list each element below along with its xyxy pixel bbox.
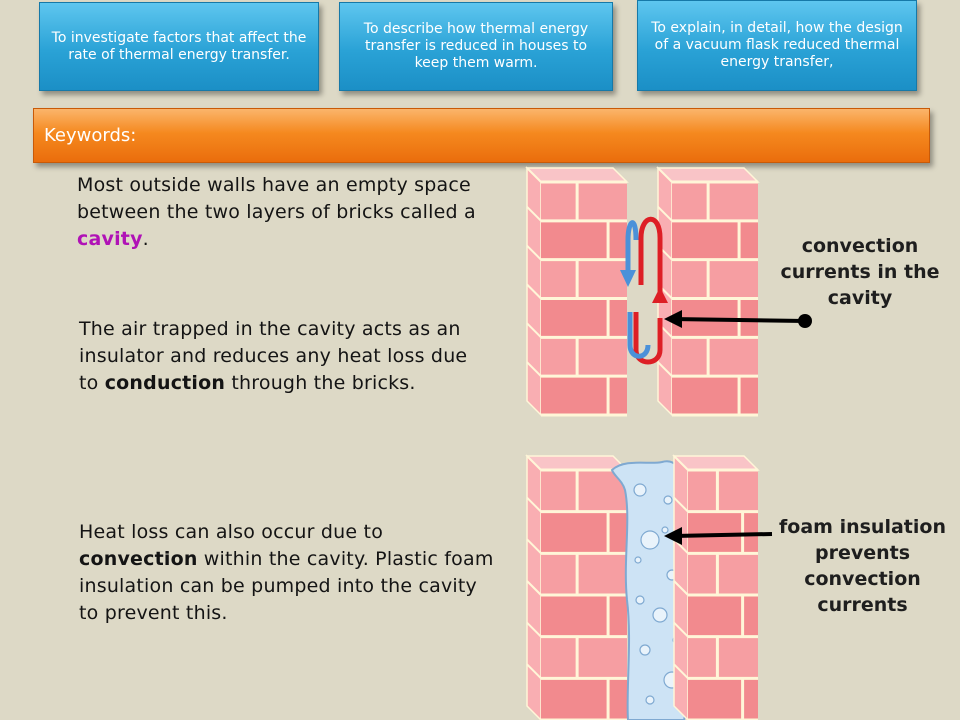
brick-course <box>541 259 627 299</box>
brick-course <box>541 182 627 221</box>
pointer-dot <box>798 314 812 328</box>
keywords-bar: Keywords: <box>33 108 930 163</box>
foam-bubble <box>652 607 668 623</box>
convection-currents-label: convection currents in the cavity <box>780 235 940 309</box>
mortar-line <box>657 206 673 222</box>
mortar-line <box>526 496 542 513</box>
mortar-line <box>526 361 542 377</box>
brick-course <box>541 470 627 512</box>
paragraph-text: Most outside walls have an empty space b… <box>77 174 476 223</box>
brick-course <box>541 553 627 595</box>
keyword-convection: convection <box>79 548 198 570</box>
outer-brick-leaf <box>656 166 760 417</box>
brick-course <box>688 470 758 512</box>
foam-bubble <box>645 695 655 705</box>
mortar-line <box>673 580 689 596</box>
paragraph-text: through the bricks. <box>225 372 416 394</box>
convection-current-arrows <box>620 216 668 365</box>
foam-bubble <box>661 526 669 534</box>
mortar-line <box>673 663 689 680</box>
foam-bubble <box>634 556 642 564</box>
objective-text: To investigate factors that affect the r… <box>51 29 307 63</box>
brick-top-face <box>525 167 629 183</box>
mortar-line <box>526 167 542 183</box>
brick-course <box>688 553 758 595</box>
brick-course <box>541 636 627 679</box>
convection-paragraph: Heat loss can also occur due to convecti… <box>79 519 499 627</box>
foam-bubble <box>635 595 645 605</box>
keyword-conduction: conduction <box>104 372 226 394</box>
pointer-arrowhead <box>664 310 682 328</box>
mortar-line <box>526 322 542 339</box>
foam-filled-wall-illustration <box>525 454 760 720</box>
brick-top-face <box>525 455 629 471</box>
arrowhead-up <box>652 287 668 303</box>
outer-brick-leaf <box>672 454 760 720</box>
mortar-line <box>673 621 689 638</box>
cold-air-current <box>625 220 639 272</box>
pointer-line <box>671 317 806 323</box>
conduction-paragraph: The air trapped in the cavity acts as an… <box>79 316 479 397</box>
objective-box-1: To investigate factors that affect the r… <box>39 2 319 91</box>
mortar-line <box>526 244 542 261</box>
label-pointers <box>664 310 812 545</box>
mortar-line <box>657 361 673 377</box>
cold-air-current <box>627 312 651 359</box>
pointer-line <box>673 532 773 538</box>
foam-bubble <box>663 495 673 505</box>
mortar-line <box>526 621 542 638</box>
hot-air-current <box>638 216 663 300</box>
objective-box-2: To describe how thermal energy transfer … <box>339 2 613 91</box>
foam-bubble <box>640 530 660 550</box>
arrowhead-down <box>620 270 636 287</box>
mortar-line <box>526 206 542 222</box>
hot-air-current <box>633 312 663 365</box>
foam-bubble <box>639 644 651 656</box>
mortar-line <box>526 538 542 555</box>
keyword-cavity: cavity <box>77 228 143 250</box>
mortar-line <box>526 580 542 596</box>
brick-course <box>672 337 758 377</box>
mortar-line <box>673 455 689 471</box>
pointer-arrowhead <box>664 527 682 545</box>
mortar-line <box>526 455 542 471</box>
brick-course <box>672 259 758 299</box>
brick-top-face <box>656 167 760 183</box>
foam-bubble <box>633 483 647 497</box>
paragraph-text: Heat loss can also occur due to <box>79 521 384 543</box>
paragraph-text: . <box>142 228 149 250</box>
mortar-line <box>657 167 673 183</box>
cavity-wall-illustration <box>525 166 760 417</box>
inner-brick-leaf <box>525 454 629 720</box>
brick-course <box>672 182 758 221</box>
mortar-line <box>526 283 542 300</box>
objective-text: To describe how thermal energy transfer … <box>363 21 589 71</box>
objective-box-3: To explain, in detail, how the design of… <box>637 0 917 91</box>
foam-insulation-label: foam insulation prevents convection curr… <box>779 516 946 616</box>
objective-text: To explain, in detail, how the design of… <box>651 20 903 70</box>
brick-course <box>688 636 758 679</box>
brick-course <box>541 337 627 377</box>
paragraph-text: within the cavity. Plastic foam insulati… <box>79 548 494 624</box>
inner-brick-leaf <box>525 166 629 417</box>
mortar-line <box>526 663 542 680</box>
paragraph-text: The air trapped in the cavity acts as an… <box>79 318 468 394</box>
cavity-paragraph: Most outside walls have an empty space b… <box>77 172 497 253</box>
keywords-label: Keywords: <box>44 125 137 146</box>
mortar-line <box>673 496 689 513</box>
